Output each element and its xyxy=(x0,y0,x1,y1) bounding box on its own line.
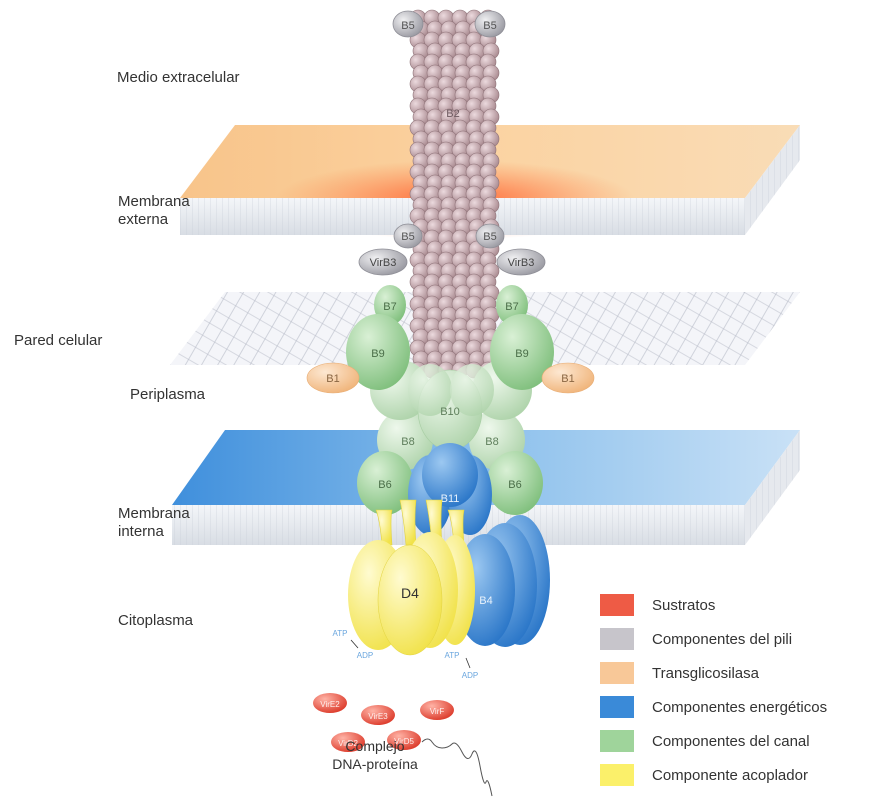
b6-label-left: B6 xyxy=(378,479,391,491)
b8-label-left: B8 xyxy=(401,436,414,448)
legend-label: Sustratos xyxy=(652,597,715,614)
b5-label-tip-right: B5 xyxy=(483,20,496,32)
legend-swatch xyxy=(600,594,634,616)
pilus-b2 xyxy=(410,10,499,378)
b7-label-left: B7 xyxy=(383,301,396,313)
b5-label-tip-left: B5 xyxy=(401,20,414,32)
atp-label-left: ATP xyxy=(333,629,348,638)
virb3-label-left: VirB3 xyxy=(370,257,397,269)
legend-label: Componentes del canal xyxy=(652,733,810,750)
substrate-vire2: VirE2 xyxy=(320,700,340,709)
b5-label-base-right: B5 xyxy=(483,231,496,243)
adp-label-left: ADP xyxy=(357,651,373,660)
substrate-vire3: VirE3 xyxy=(368,712,388,721)
legend-swatch xyxy=(600,696,634,718)
region-inner-membrane: Membrana interna xyxy=(118,505,190,541)
b9-label-right: B9 xyxy=(515,348,528,360)
virb3-label-right: VirB3 xyxy=(508,257,535,269)
b2-label: B2 xyxy=(446,108,459,120)
b10-label: B10 xyxy=(440,406,460,418)
b9-label-left: B9 xyxy=(371,348,384,360)
b5-label-base-left: B5 xyxy=(401,231,414,243)
substrate-virf: VirF xyxy=(430,707,445,716)
legend-label: Componentes del pili xyxy=(652,631,792,648)
b7-label-right: B7 xyxy=(505,301,518,313)
legend-swatch xyxy=(600,764,634,786)
region-periplasm: Periplasma xyxy=(130,386,205,404)
legend-label: Componentes energéticos xyxy=(652,699,827,716)
legend-item-channel: Componentes del canal xyxy=(600,728,810,754)
legend-item-coupler: Componente acoplador xyxy=(600,762,808,788)
region-cytoplasm: Citoplasma xyxy=(118,612,193,630)
b1-label-right: B1 xyxy=(561,373,574,385)
legend-swatch xyxy=(600,730,634,752)
atp-label-right: ATP xyxy=(445,651,460,660)
legend-item-pili: Componentes del pili xyxy=(600,626,792,652)
legend-label: Transglicosilasa xyxy=(652,665,759,682)
dna-protein-complex-label: Complejo DNA-proteína xyxy=(320,738,430,773)
region-extracellular: Medio extracelular xyxy=(117,69,240,87)
legend-label: Componente acoplador xyxy=(652,767,808,784)
b11-label: B11 xyxy=(441,493,460,505)
b4-label: B4 xyxy=(479,595,492,607)
b8-label-right: B8 xyxy=(485,436,498,448)
d4-label: D4 xyxy=(401,585,419,601)
region-outer-membrane: Membrana externa xyxy=(118,193,190,229)
b1-label-left: B1 xyxy=(326,373,339,385)
legend-swatch xyxy=(600,628,634,650)
legend-item-transglycosylase: Transglicosilasa xyxy=(600,660,759,686)
legend-swatch xyxy=(600,662,634,684)
legend-item-substrates: Sustratos xyxy=(600,592,715,618)
region-cell-wall: Pared celular xyxy=(14,332,102,350)
legend-item-energy: Componentes energéticos xyxy=(600,694,827,720)
adp-label-right: ADP xyxy=(462,671,478,680)
b6-label-right: B6 xyxy=(508,479,521,491)
